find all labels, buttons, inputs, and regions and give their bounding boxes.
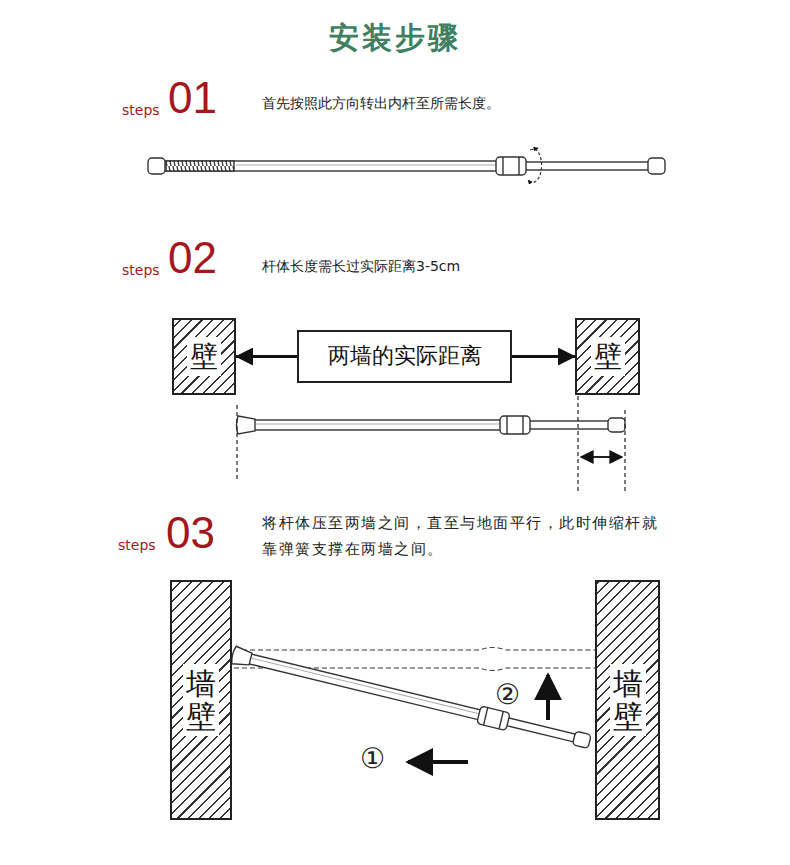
step-number: 03 xyxy=(166,509,215,557)
step-word: steps xyxy=(122,103,160,118)
telescopic-rod xyxy=(237,416,626,434)
node-text: 墙壁 xyxy=(610,664,646,736)
wall-block: 墙壁 xyxy=(595,580,660,820)
dimension-arrow xyxy=(512,355,575,358)
step-note: 首先按照此方向转出内杆至所需长度。 xyxy=(262,96,500,111)
step-note: 杆体长度需长过实际距离3-5cm xyxy=(262,259,460,274)
step-number: 02 xyxy=(168,234,217,282)
step-number: 01 xyxy=(168,74,217,122)
wall-block: 壁 xyxy=(575,318,640,395)
page-title: 安装步骤 xyxy=(0,18,790,59)
node-text: 壁 xyxy=(187,337,221,377)
callout-number: ① xyxy=(360,744,385,775)
step-word: steps xyxy=(122,263,160,278)
node-text: 墙壁 xyxy=(183,664,219,736)
label-box: 两墙的实际距离 xyxy=(297,330,512,383)
rotation-arrow xyxy=(528,148,542,182)
motion-arrows xyxy=(408,675,548,762)
step-word: steps xyxy=(118,538,156,553)
callout-number: ② xyxy=(495,680,520,711)
step-note: 将杆体压至两墙之间，直至与地面平行，此时伸缩杆就靠弹簧支撑在两墙之间。 xyxy=(262,510,667,562)
telescopic-rod xyxy=(148,157,665,175)
node-text: 壁 xyxy=(591,337,625,377)
dimension-arrow xyxy=(236,355,297,358)
dimension-lines xyxy=(237,396,625,492)
telescopic-rod xyxy=(230,646,591,751)
wall-block: 壁 xyxy=(172,318,236,395)
node-text: 两墙的实际距离 xyxy=(322,343,488,369)
wall-block: 墙壁 xyxy=(170,580,232,820)
